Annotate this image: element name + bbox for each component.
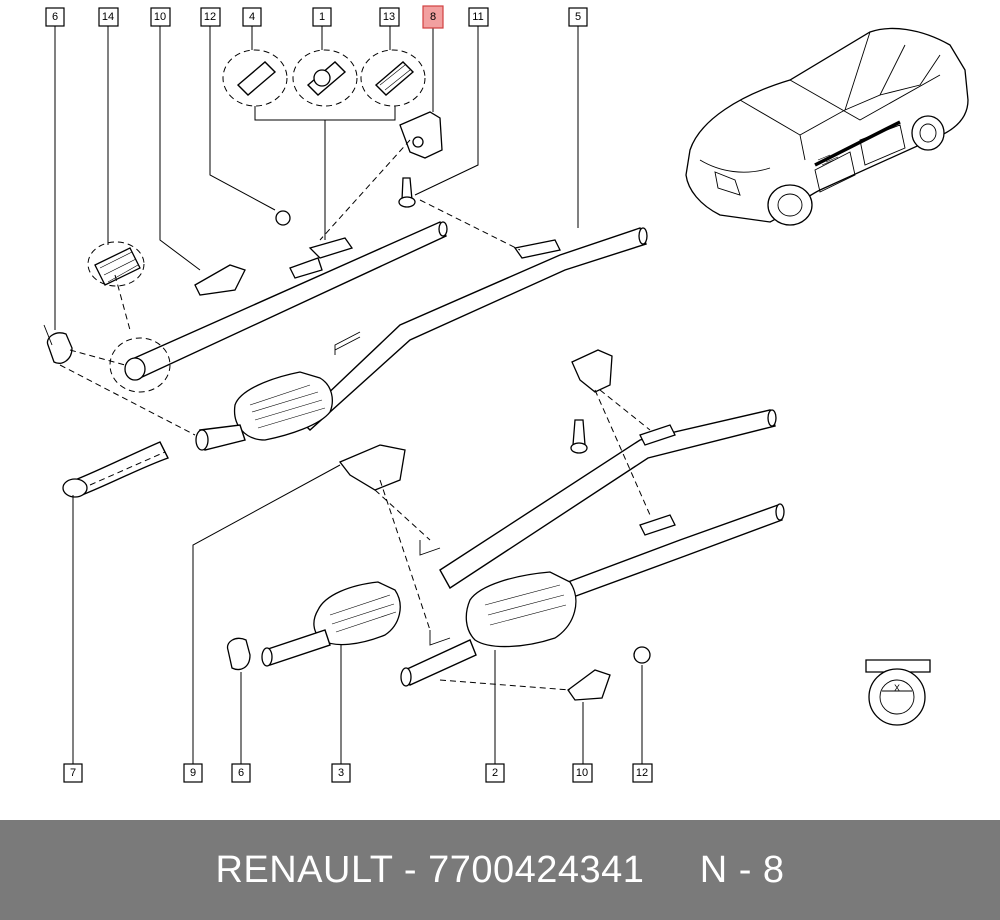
- callout-11: 11: [468, 7, 489, 27]
- callout-10-top: 10: [150, 7, 171, 27]
- part-number-text: RENAULT - 7700424341 N - 8: [215, 848, 785, 891]
- callout-14: 14: [98, 7, 119, 27]
- svg-text:8: 8: [430, 11, 436, 23]
- callout-3: 3: [331, 763, 351, 783]
- part-number-footer: RENAULT - 7700424341 N - 8: [0, 820, 1000, 920]
- svg-text:10: 10: [154, 11, 166, 23]
- svg-text:6: 6: [52, 11, 58, 23]
- callout-5: 5: [568, 7, 588, 27]
- leader-lines: [54, 26, 643, 764]
- callout-13: 13: [379, 7, 400, 27]
- callout-6-bottom: 6: [231, 763, 251, 783]
- callout-2: 2: [485, 763, 505, 783]
- svg-text:2: 2: [492, 767, 498, 779]
- callout-4: 4: [242, 7, 262, 27]
- lower-exhaust-assembly: [226, 349, 785, 701]
- clamp-dimension-x-label: X: [894, 683, 900, 693]
- upper-exhaust-assembly: [43, 111, 648, 498]
- svg-text:1: 1: [319, 11, 325, 23]
- svg-text:9: 9: [190, 767, 196, 779]
- svg-text:10: 10: [576, 767, 588, 779]
- callout-6-top: 6: [45, 7, 65, 27]
- clamp-dimension-inset: X: [865, 659, 931, 726]
- svg-text:3: 3: [338, 767, 344, 779]
- exhaust-system-diagram: X 6 14 10 12: [43, 5, 969, 783]
- svg-text:11: 11: [472, 11, 483, 23]
- assembly-lines: [59, 139, 651, 691]
- callout-12-top: 12: [200, 7, 221, 27]
- svg-text:4: 4: [249, 11, 255, 23]
- svg-text:12: 12: [636, 767, 648, 779]
- callout-12-bottom: 12: [632, 763, 653, 783]
- svg-text:12: 12: [204, 11, 216, 23]
- svg-text:13: 13: [383, 11, 395, 23]
- callout-10-bottom: 10: [572, 763, 593, 783]
- car-illustration: [685, 27, 969, 226]
- callout-1: 1: [312, 7, 332, 27]
- callout-8-highlighted: 8: [422, 5, 444, 29]
- svg-text:5: 5: [575, 11, 581, 23]
- svg-text:14: 14: [102, 11, 114, 23]
- svg-text:7: 7: [70, 767, 76, 779]
- callout-9: 9: [183, 763, 203, 783]
- callout-7: 7: [63, 763, 83, 783]
- svg-text:6: 6: [238, 767, 244, 779]
- gasket-detail-group: [222, 49, 426, 240]
